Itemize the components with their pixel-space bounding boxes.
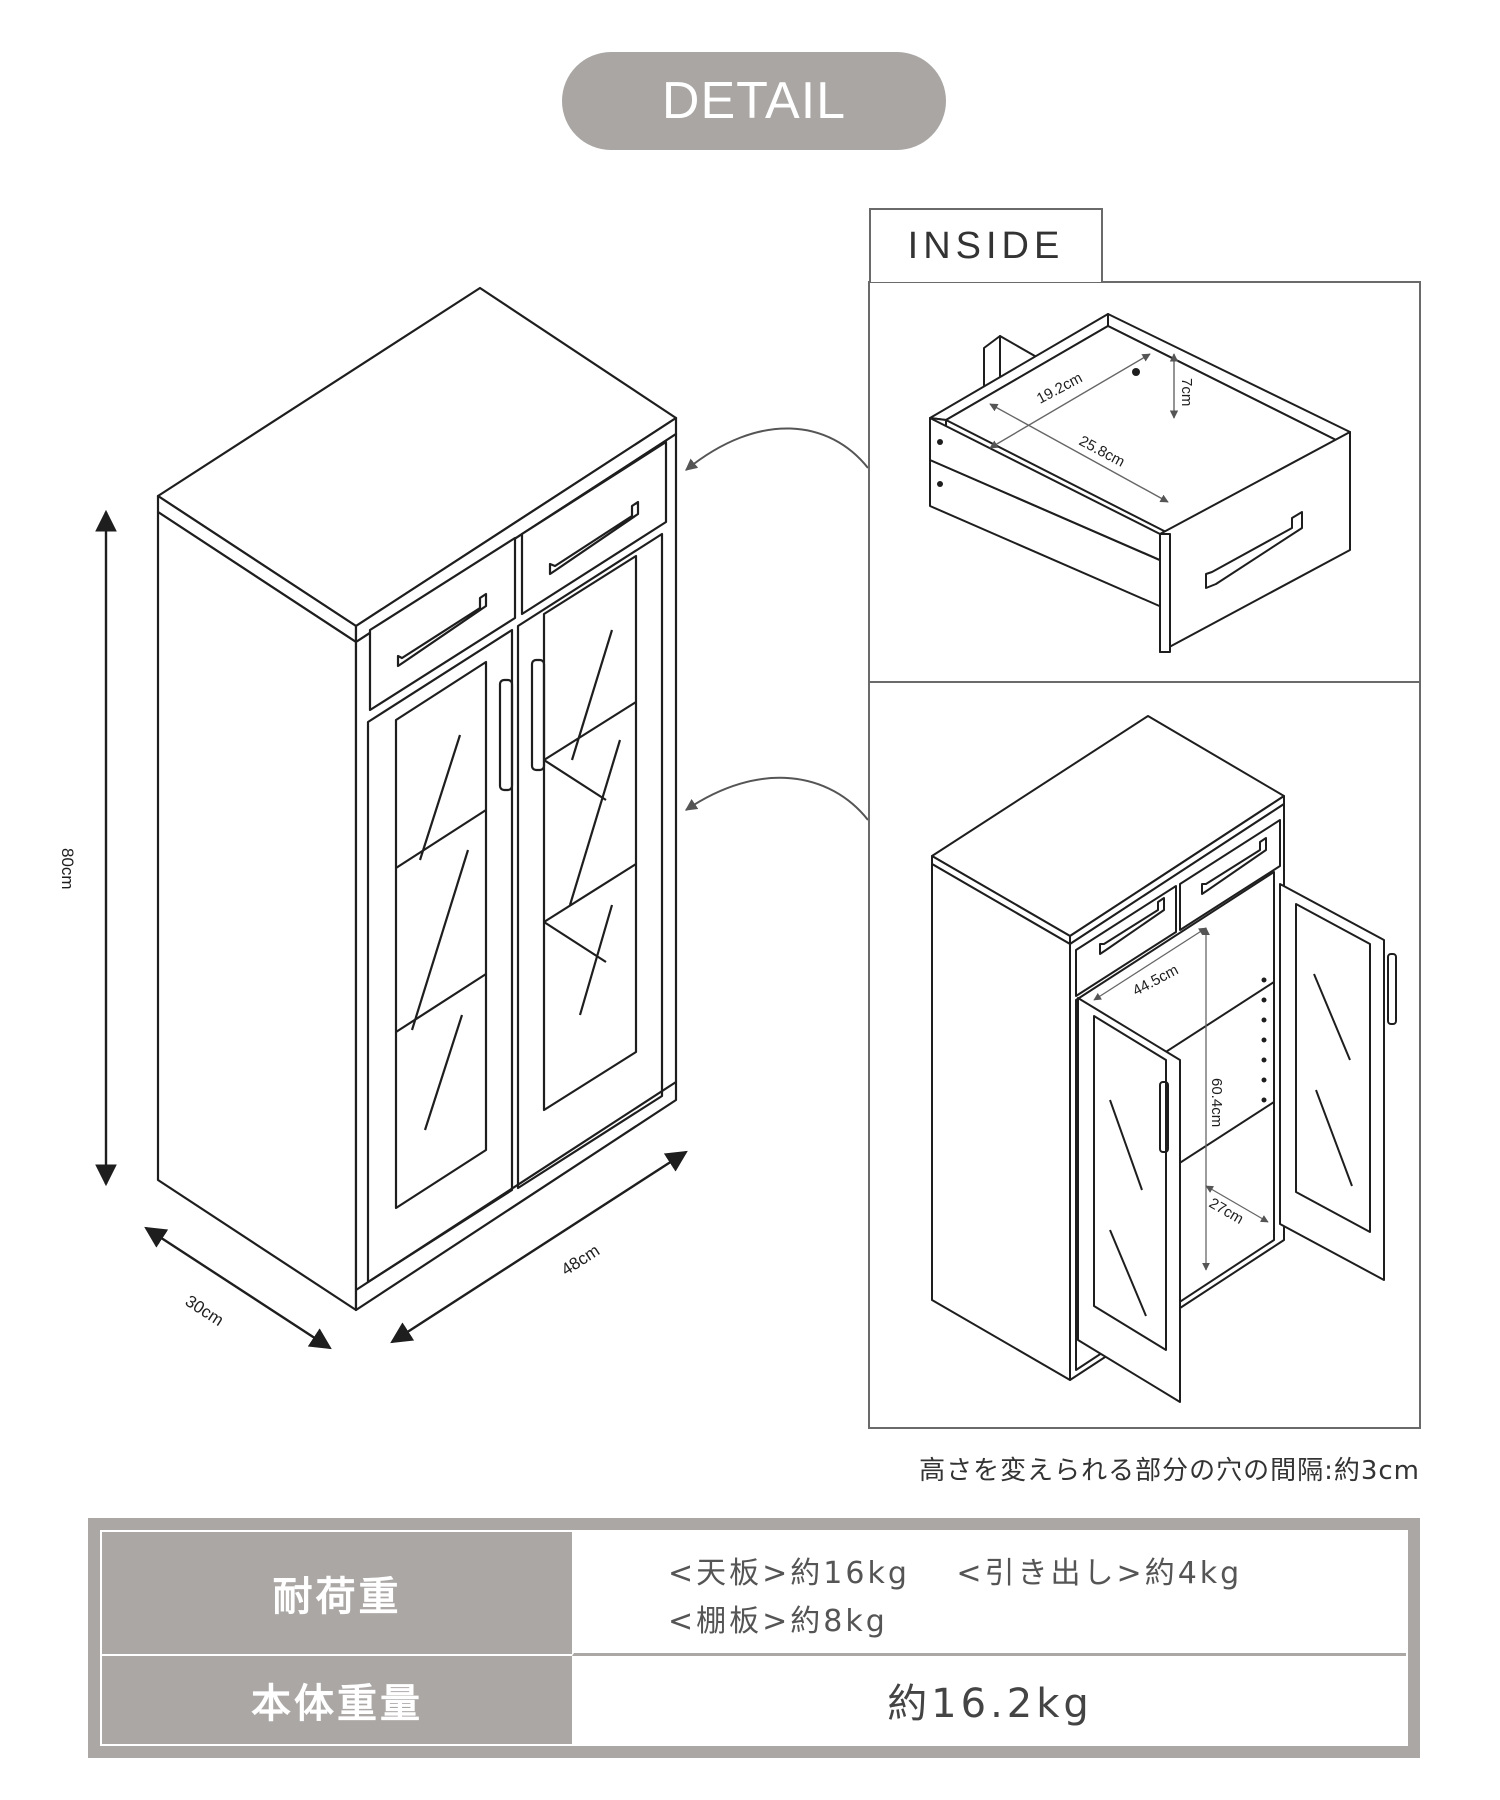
load-capacity-header: 耐荷重 <box>102 1532 572 1656</box>
cabinet-height-label: 60.4cm <box>1208 1078 1225 1127</box>
drawer-pointer-arrow <box>685 427 869 471</box>
load-item-top: <天板>約16kg <box>668 1556 910 1591</box>
depth-dimension-arrow <box>144 1226 332 1350</box>
load-capacity-values: <天板>約16kg <引き出し>約4kg <棚板>約8kg <box>572 1532 1406 1656</box>
detail-title: DETAIL <box>661 72 847 130</box>
width-dimension-label: 48cm <box>558 1241 603 1280</box>
cabinet-depth-arrow <box>1205 1185 1269 1223</box>
inside-cabinet-frame <box>868 681 1421 1429</box>
inside-label-text: INSIDE <box>907 224 1065 267</box>
load-line-1: <天板>約16kg <引き出し>約4kg <box>668 1550 1406 1598</box>
depth-dimension-label: 30cm <box>182 1291 227 1330</box>
inside-label: INSIDE <box>869 208 1103 282</box>
main-handles <box>396 500 640 792</box>
cabinet-pointer-arrow <box>685 776 869 821</box>
load-item-shelf: <棚板>約8kg <box>668 1604 888 1639</box>
height-dimension-label: 80cm <box>58 848 77 890</box>
drawer-screw <box>937 439 943 445</box>
open-cabinet-illustration <box>931 715 1385 1403</box>
drawer-height-label: 7cm <box>1178 378 1195 406</box>
body-weight-value: 約16.2kg <box>572 1656 1406 1744</box>
body-weight-header: 本体重量 <box>251 1681 423 1727</box>
drawer-hole <box>1132 368 1140 376</box>
shelf-hole-note: 高さを変えられる部分の穴の間隔:約3cm <box>919 1456 1420 1486</box>
drawer-handle <box>1205 511 1303 589</box>
shelf-peg-holes <box>1261 977 1267 1103</box>
spec-table: 耐荷重 <天板>約16kg <引き出し>約4kg <棚板>約8kg 本体重量 約… <box>88 1518 1420 1758</box>
load-item-drawer: <引き出し>約4kg <box>956 1556 1243 1591</box>
detail-title-pill: DETAIL <box>562 52 946 150</box>
drawer-width-arrow <box>989 403 1169 503</box>
load-line-2: <棚板>約8kg <box>668 1598 1406 1646</box>
main-cabinet <box>156 286 678 1312</box>
spec-table-inner: 耐荷重 <天板>約16kg <引き出し>約4kg <棚板>約8kg 本体重量 約… <box>100 1530 1408 1746</box>
cabinet-width-arrow <box>1093 927 1207 1001</box>
drawer-screw <box>937 481 943 487</box>
drawer-illustration <box>929 313 1351 653</box>
width-dimension-arrow <box>390 1150 688 1344</box>
